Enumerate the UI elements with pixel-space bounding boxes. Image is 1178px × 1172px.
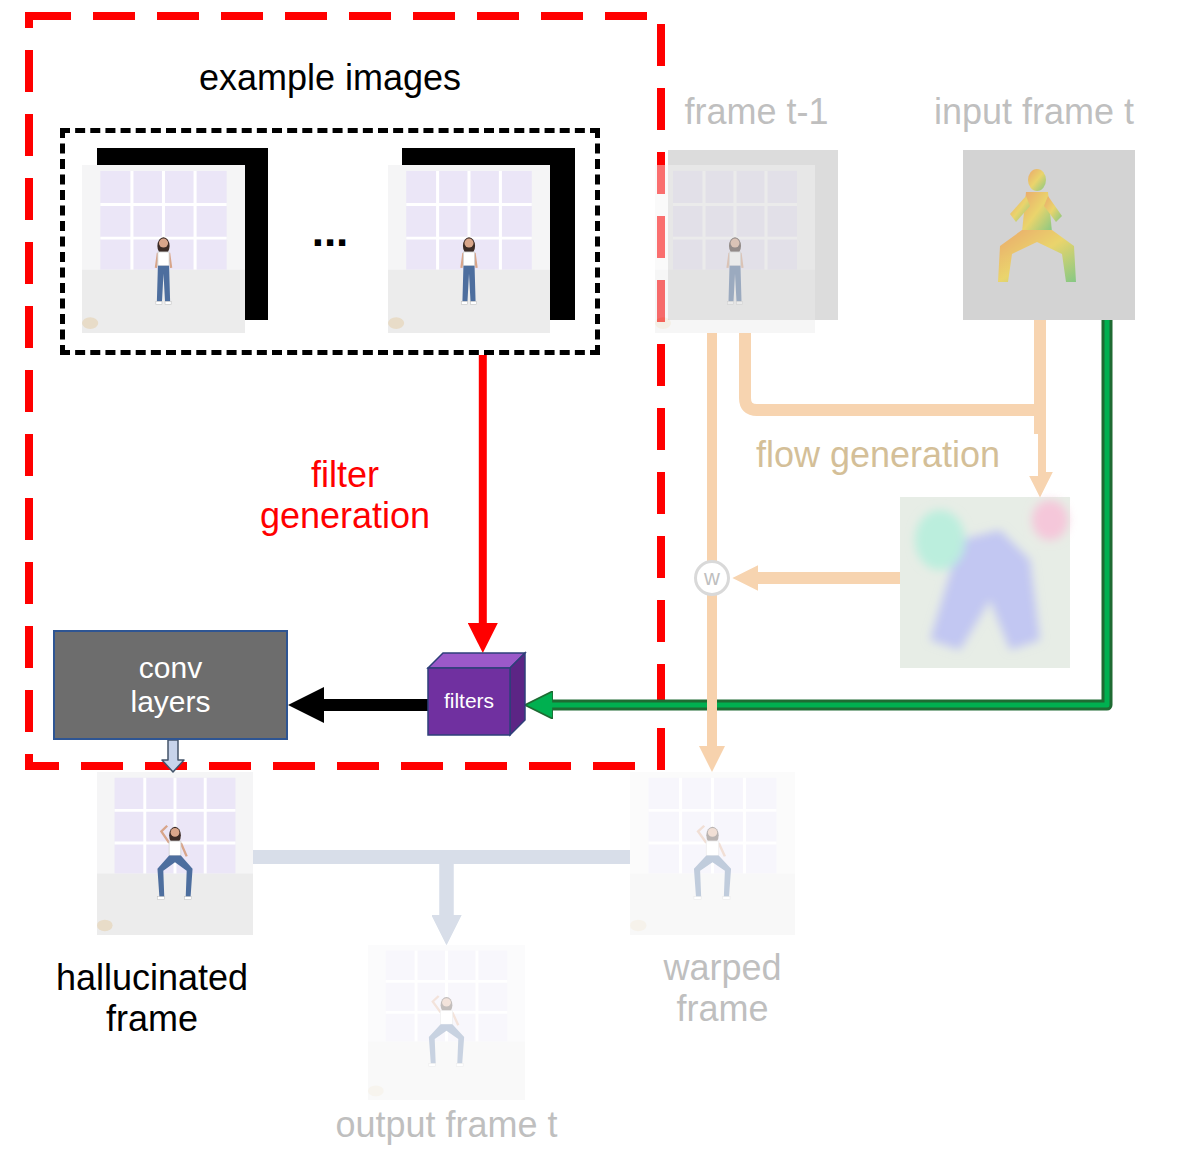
output-arrow	[162, 740, 184, 772]
warp-circle: w	[694, 560, 730, 596]
pose-arrow	[542, 320, 1107, 705]
box-heading: example images	[60, 57, 600, 98]
example-image	[388, 148, 575, 333]
frame-image: hallucinated frame	[97, 772, 253, 935]
region-outline	[29, 16, 661, 766]
input-pose-image	[963, 150, 1135, 320]
warped-image	[630, 772, 795, 935]
cube-face	[428, 653, 525, 668]
edge-label: filter generation	[225, 454, 465, 537]
frame-caption: warped frame	[613, 947, 833, 1030]
frame-heading: input frame t	[919, 91, 1149, 132]
warp-arrow	[712, 333, 713, 756]
frame-caption: hallucinated frame	[22, 957, 282, 1040]
ellipsis: ...	[290, 206, 370, 257]
merge-arrow	[253, 857, 447, 927]
filter-cube: filters	[428, 653, 525, 735]
frame-image: warped frame	[630, 772, 795, 935]
cube-face	[510, 653, 525, 735]
cube-face	[428, 668, 510, 735]
merge-arrow	[447, 857, 631, 927]
flow-label: flow generation	[718, 434, 1038, 475]
filter-arrow	[482, 355, 483, 635]
frame-image: frame t-1	[655, 150, 838, 333]
example-image	[82, 148, 268, 333]
output-image	[368, 945, 525, 1100]
flow-image	[900, 497, 1070, 668]
box-label: conv layers	[106, 651, 236, 720]
frame-image: output frame t	[368, 945, 525, 1100]
hallucinated-image	[97, 772, 253, 935]
example-images-box: example images...	[60, 128, 600, 355]
apply-arrow	[310, 705, 428, 706]
frame-image: input frame t	[963, 150, 1135, 320]
frame-caption: output frame t	[317, 1104, 577, 1145]
previous-frame-image	[655, 150, 838, 333]
warp-symbol: w	[697, 565, 727, 590]
cube-label: filters	[428, 689, 510, 713]
process-box: conv layers	[53, 630, 288, 740]
frame-heading: frame t-1	[647, 91, 867, 132]
